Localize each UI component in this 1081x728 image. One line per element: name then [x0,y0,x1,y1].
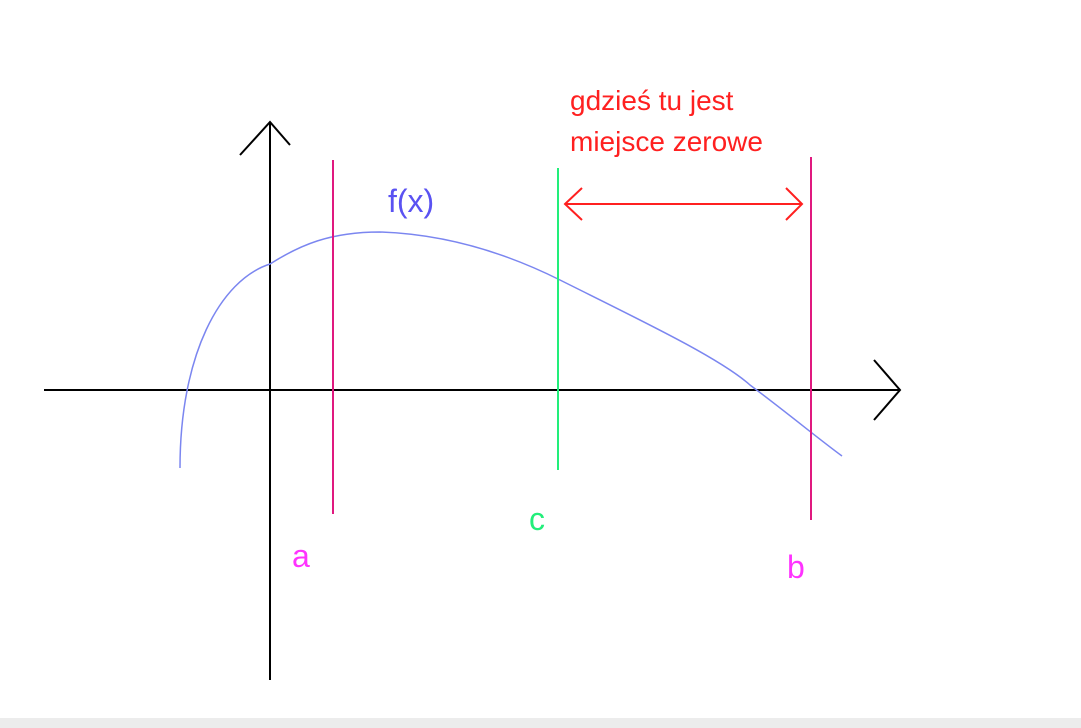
point-a-label: a [292,538,310,574]
root-interval-double-arrow [563,187,804,221]
annotation-line-1: gdzieś tu jest [570,85,734,116]
function-curve [179,231,843,469]
point-b-label: b [787,549,805,585]
bottom-border [0,718,1081,728]
function-label: f(x) [388,183,434,219]
annotation-line-2: miejsce zerowe [570,126,763,157]
x-axis-arrowhead [873,359,902,421]
point-c-label: c [529,501,545,537]
y-axis-arrowhead [239,120,291,156]
